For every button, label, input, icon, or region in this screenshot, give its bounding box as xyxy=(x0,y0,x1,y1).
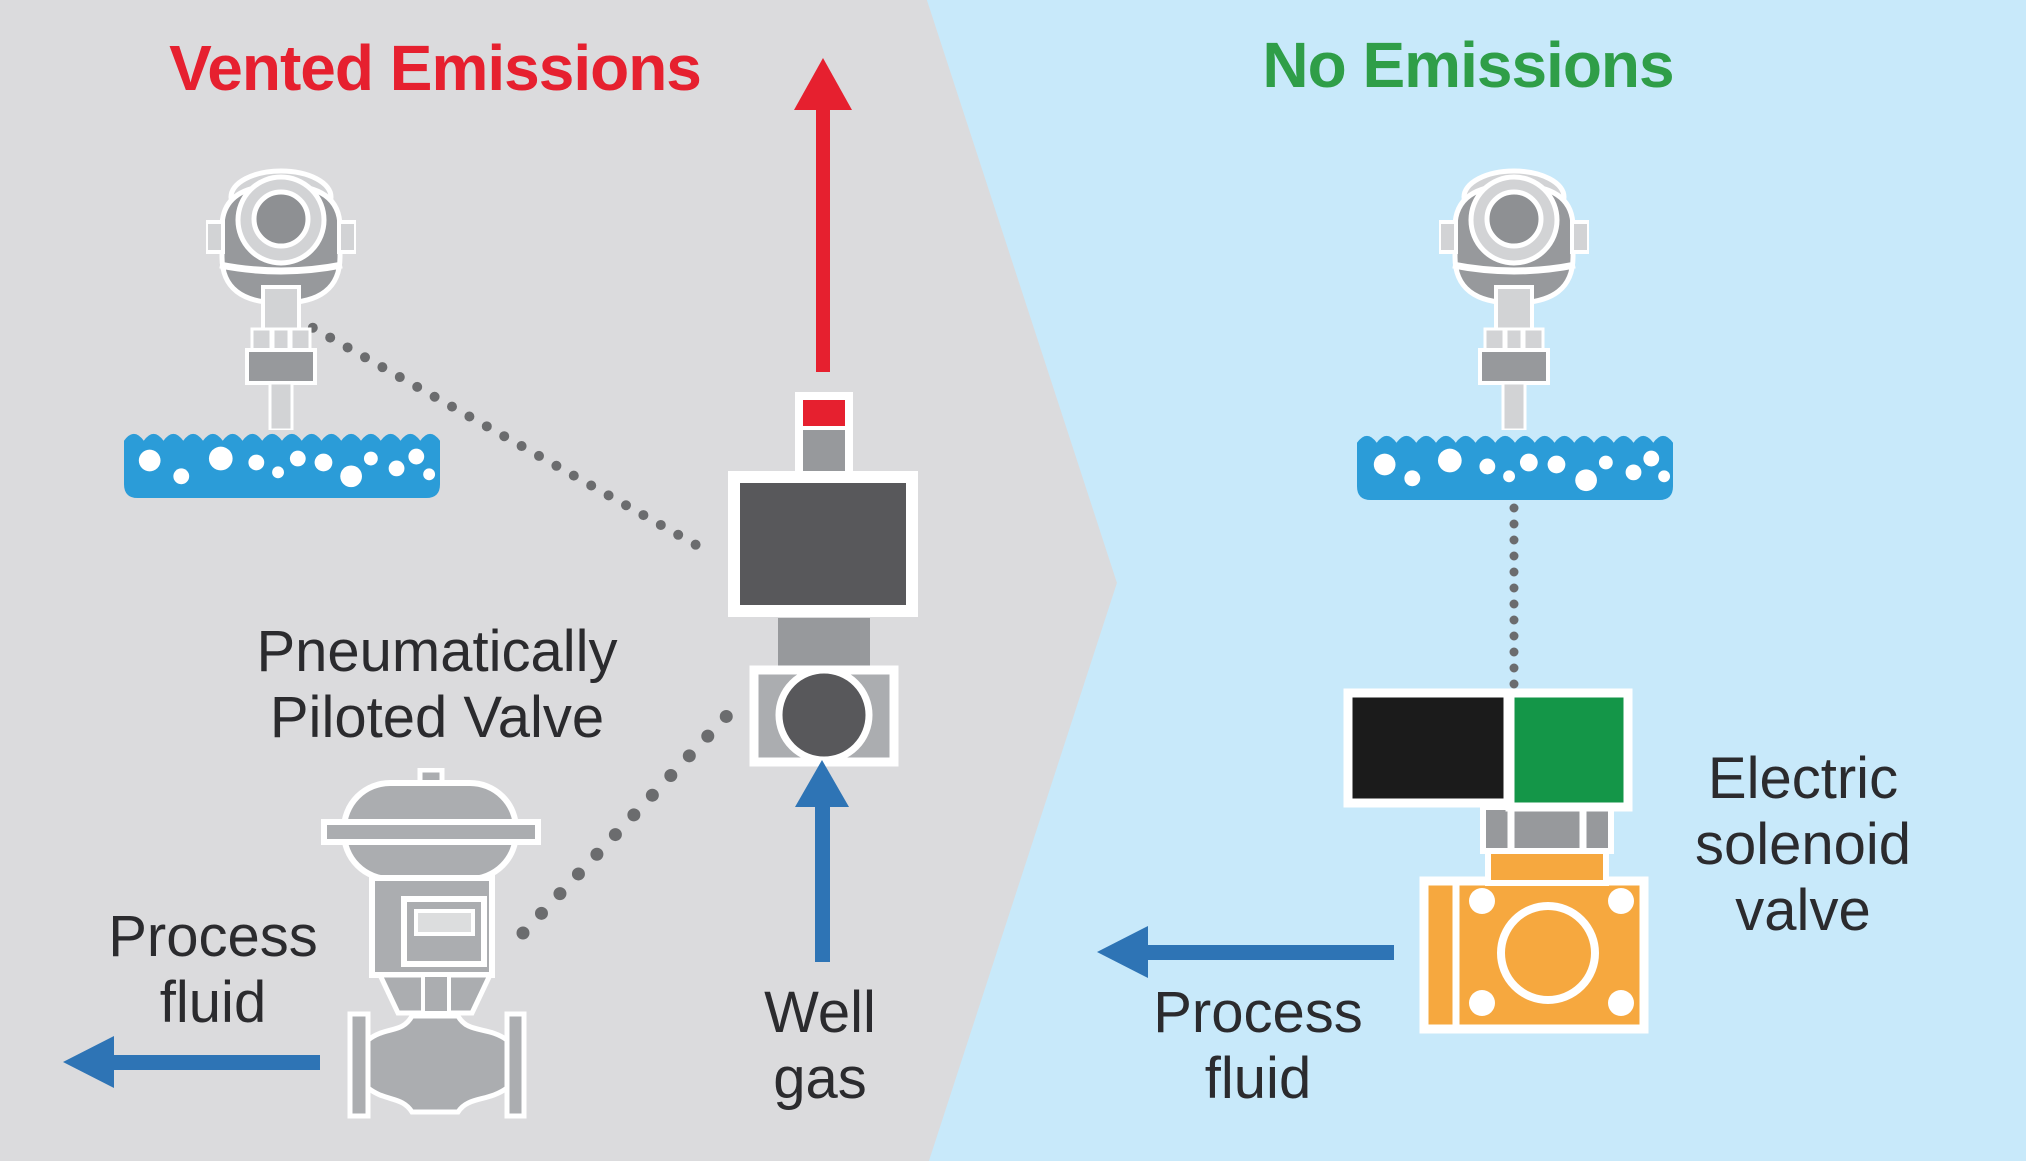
electric-solenoid-valve-icon xyxy=(1340,685,1660,1035)
liquid-tank-icon xyxy=(1355,423,1675,502)
liquid-tank-icon xyxy=(122,421,442,500)
pneumatic-valve-label: Pneumatically Piloted Valve xyxy=(256,619,618,750)
control-valve-icon xyxy=(320,768,550,1128)
bubbles xyxy=(1373,448,1671,492)
solenoid-valve-label: Electric solenoid valve xyxy=(1694,746,1912,943)
well-gas-label: Well gas xyxy=(764,980,876,1111)
vented-emissions-title: Vented Emissions xyxy=(169,32,702,104)
solenoid-coil-green xyxy=(1505,688,1633,812)
bubbles xyxy=(138,446,436,488)
process-fluid-label-right: Process fluid xyxy=(1153,980,1363,1111)
level-sensor-icon xyxy=(1439,165,1589,430)
no-emissions-title: No Emissions xyxy=(1262,29,1674,101)
pneumatic-pilot-valve-icon xyxy=(720,390,920,775)
level-sensor-icon xyxy=(206,165,356,430)
solenoid-coil-black xyxy=(1343,688,1513,808)
process-fluid-label-left: Process fluid xyxy=(108,904,318,1035)
